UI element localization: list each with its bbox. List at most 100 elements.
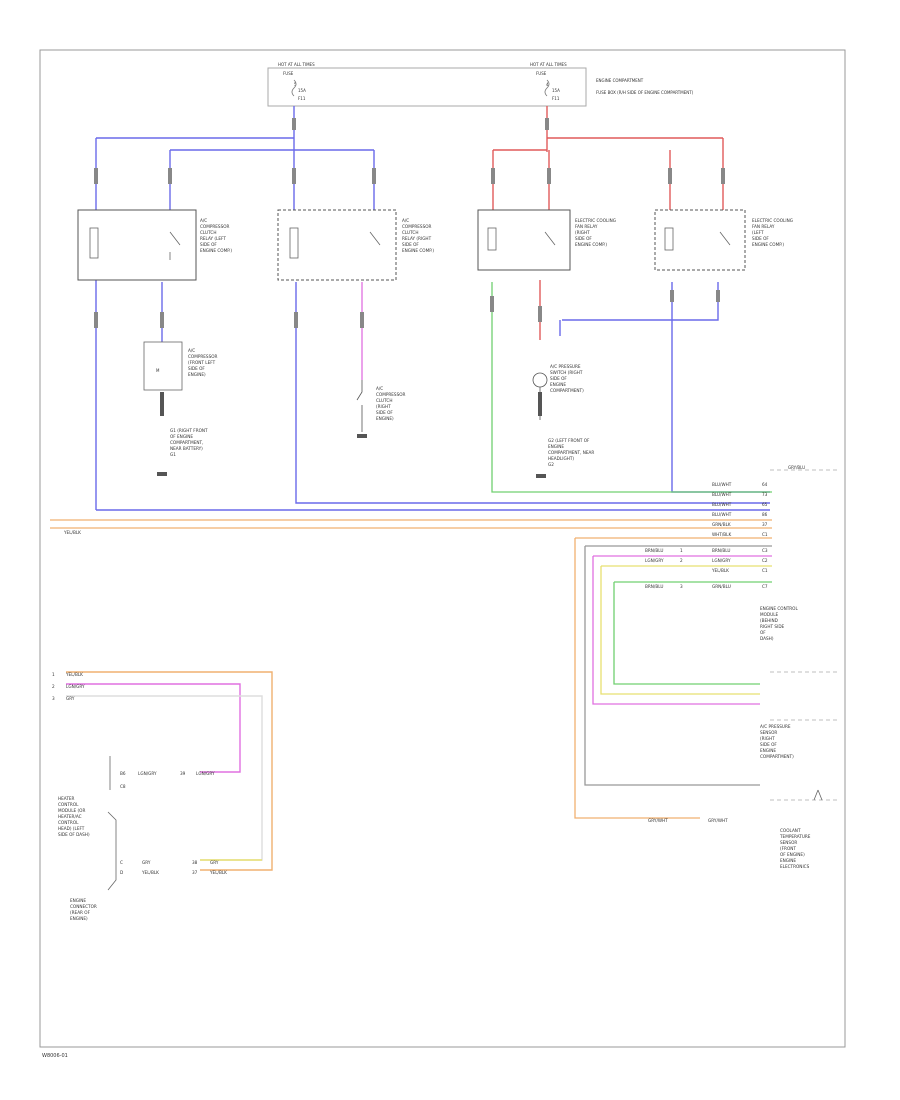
relay-4-label-line-2: (LEFT: [752, 230, 764, 235]
connector-wire-4-label: GRN/BLK: [712, 522, 731, 527]
ecm-label-line-0: ENGINE CONTROL: [760, 606, 798, 611]
relay-1-label-line-2: CLUTCH: [200, 230, 217, 235]
ecm-label-line-3: RIGHT SIDE: [760, 624, 785, 629]
wire-b-pin2: 38: [192, 860, 198, 865]
ecm-label-line-4: OF: [760, 630, 766, 635]
ground-1-label-line-2: COMPARTMENT,: [170, 440, 203, 445]
relay-3-label-line-4: ENGINE COMP.): [575, 242, 607, 247]
connector-wire-0-pin: 64: [762, 482, 768, 487]
upper-right-tag: GRY/BLU: [788, 465, 805, 470]
mid-wire-0-left: BRN/BLU: [645, 548, 663, 553]
gry-wht-left: GRY/WHT: [648, 818, 668, 823]
fuse-left-label-1: FUSE: [283, 71, 294, 76]
ground-symbols: [157, 392, 546, 478]
mid-wires: [584, 545, 772, 819]
component-2-label-line-0: A/C: [376, 386, 383, 391]
pressure-label-line-2: (RIGHT: [760, 736, 775, 741]
left-top-wire-2-pin: 3: [52, 696, 55, 701]
relay-3-label-line-3: SIDE OF: [575, 236, 592, 241]
connector-wire-4-pin: 37: [762, 522, 768, 527]
relay-2-label-line-1: COMPRESSOR: [402, 224, 432, 229]
coolant-label-line-1: TEMPERATURE: [779, 834, 811, 839]
wire-a-pin2: 39: [180, 771, 186, 776]
hvac-label-line-5: HEAD) (LEFT: [58, 826, 85, 831]
hvac-label-line-0: HEATER: [58, 796, 75, 801]
ecm-label-line-2: (BEHIND: [760, 618, 778, 623]
ground-2-label-line-0: G2 (LEFT FRONT OF: [548, 438, 590, 443]
mid-wire-1-left: LGN/GRY: [645, 558, 664, 563]
ground-1-label-line-1: OF ENGINE: [170, 434, 193, 439]
wire-b-label: GRY: [142, 860, 151, 865]
mid-wire-2-right: YEL/BLK: [711, 568, 729, 573]
mid-wire-1-pin-right: C2: [762, 558, 768, 563]
orange-wires: [50, 519, 772, 819]
relay-internals: [89, 227, 731, 260]
relay-2-label-line-4: SIDE OF: [402, 242, 419, 247]
relay-2-label-line-2: CLUTCH: [402, 230, 419, 235]
relay-4-box: [654, 209, 746, 271]
relay-2-label-line-3: RELAY (RIGHT: [402, 236, 432, 241]
wire-c-label2: YEL/BLK: [209, 870, 227, 875]
fuse-box-top: [267, 67, 587, 107]
left-top-wire-1-pin: 2: [52, 684, 55, 689]
ground-2-label-line-2: COMPARTMENT, NEAR: [548, 450, 594, 455]
mid-wire-2-pin-right: C1: [762, 568, 768, 573]
left-bottom-labels: YEL/BLK1LGN/GRY2GRY3HEATERCONTROLMODULE …: [52, 672, 227, 921]
connector-wire-1-pin: 73: [762, 492, 768, 497]
component-2-label-line-4: SIDE OF: [376, 410, 393, 415]
diagram-frame: [39, 49, 846, 1048]
pressure-label-line-0: A/C PRESSURE: [760, 724, 791, 729]
connector-wire-2-label: BLU/WHT: [712, 502, 732, 507]
fuse-right-label-0: HOT AT ALL TIMES: [530, 62, 567, 67]
pressure-label-line-1: SENSOR: [760, 730, 777, 735]
hvac-label-line-4: CONTROL: [58, 820, 79, 825]
fuse-left-label-0: HOT AT ALL TIMES: [278, 62, 315, 67]
engine-connector-label-line-3: ENGINE): [70, 916, 88, 921]
fuse-right-label-5: ENGINE COMPARTMENT: [596, 78, 644, 83]
fuse-right-label-6: FUSE BOX (R/H SIDE OF ENGINE COMPARTMENT…: [596, 90, 694, 95]
component-1-label-line-2: (FRONT LEFT: [188, 360, 216, 365]
coolant-label-line-4: OF ENGINE): [780, 852, 805, 857]
ground-2-label-line-4: G2: [548, 462, 554, 467]
relay-2-label-line-0: A/C: [402, 218, 409, 223]
ground-1-label-line-3: NEAR BATTERY): [170, 446, 203, 451]
component-3-label-line-1: SWITCH (RIGHT: [550, 370, 583, 375]
relay-2-label-line-5: ENGINE COMP.): [402, 248, 434, 253]
connector-wire-5-label: WHT/BLK: [712, 532, 731, 537]
fuse-symbols: [291, 79, 550, 97]
relay-1-label-line-0: A/C: [200, 218, 207, 223]
relay-1-label-line-3: RELAY (LEFT: [200, 236, 226, 241]
green-wire: [491, 282, 772, 493]
fuse-left-label-3: 15A: [298, 88, 306, 93]
left-top-wire-2-label: GRY: [66, 696, 75, 701]
engine-connector-label-line-1: CONNECTOR: [70, 904, 97, 909]
wire-c-pin: D: [120, 870, 123, 875]
wire-a-pin: B6: [120, 771, 126, 776]
orange-wire-label: YEL/BLK: [63, 530, 81, 535]
relay-3-box: [477, 209, 571, 271]
component-2-label-line-3: (RIGHT: [376, 404, 391, 409]
wire-c-label: YEL/BLK: [141, 870, 159, 875]
mid-wire-3-left: BRN/BLU: [645, 584, 663, 589]
footer-code: W8006-01: [42, 1053, 68, 1059]
mid-wire-1-right: LGN/GRY: [712, 558, 731, 563]
ground-1-label-line-0: G1 (RIGHT FRONT: [170, 428, 208, 433]
wire-a-label2: LGN/GRY: [196, 771, 215, 776]
ecm-label-line-5: DASH): [760, 636, 774, 641]
connector-wire-2-pin: 65: [762, 502, 768, 507]
fuse-box-right-labels: HOT AT ALL TIMES FUSE 4 15A F11 ENGINE C…: [530, 62, 694, 101]
pressure-label-line-5: COMPARTMENT): [760, 754, 794, 759]
relay-1-box: [77, 209, 197, 281]
relay-1-label-line-1: COMPRESSOR: [200, 224, 230, 229]
hvac-label-line-1: CONTROL: [58, 802, 79, 807]
mid-wire-3-pin: 3: [680, 584, 683, 589]
fuse-left-label-2: 5: [294, 82, 297, 87]
hvac-label-line-6: SIDE OF DASH): [58, 832, 90, 837]
right-separators: [770, 469, 840, 801]
fuse-right-label-1: FUSE: [536, 71, 547, 76]
wire-b-pin: C: [120, 860, 123, 865]
wire-b-label2: GRY: [210, 860, 219, 865]
relay-4-label-line-0: ELECTRIC COOLING: [752, 218, 793, 223]
